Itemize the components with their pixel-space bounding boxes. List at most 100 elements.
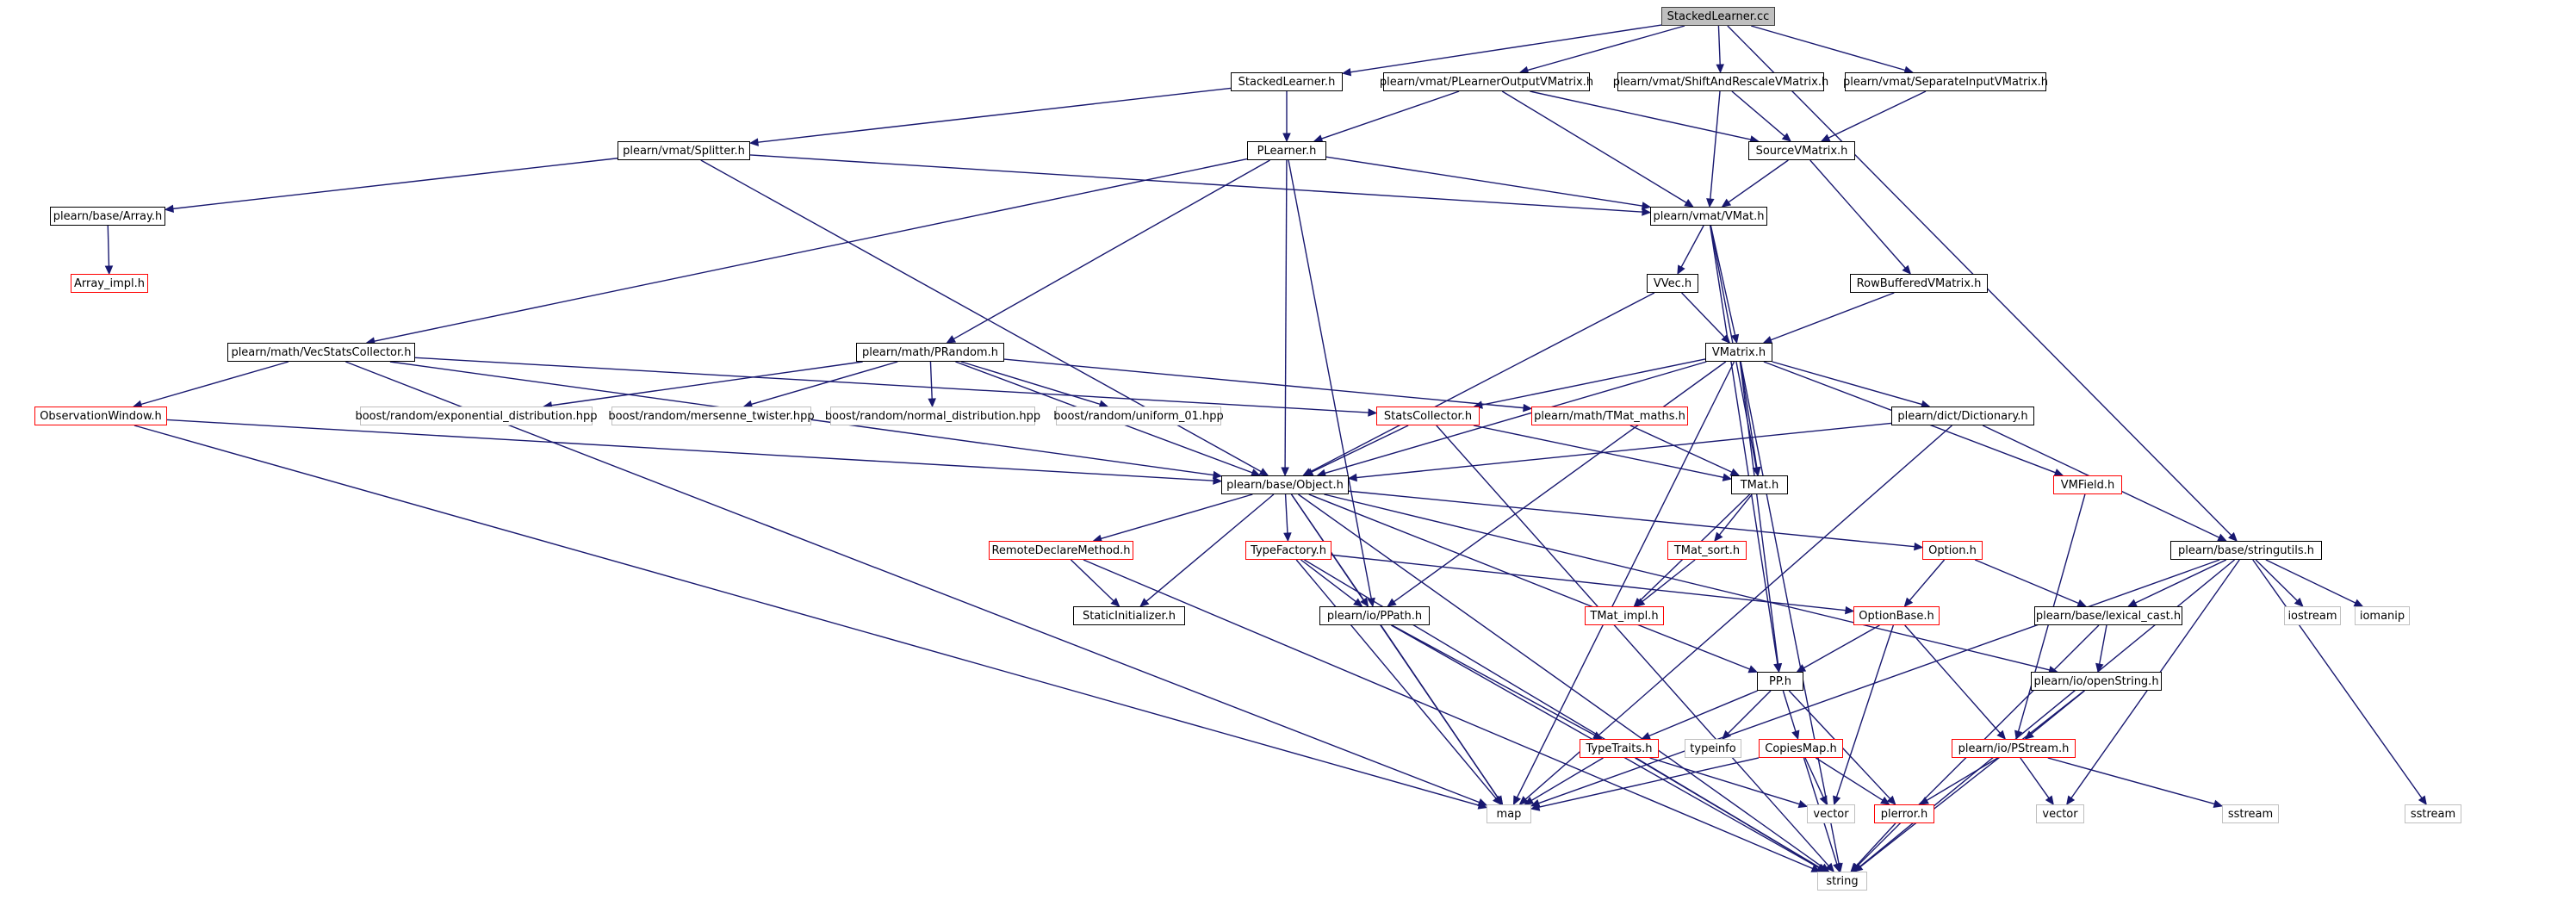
arrowhead-ppath_h: [1387, 598, 1397, 607]
node-staticinitializer-h: StaticInitializer.h: [1073, 606, 1185, 625]
node-remotedeclaremethod-h: RemoteDeclareMethod.h: [989, 541, 1133, 560]
arrowhead-vector_b: [1833, 795, 1841, 806]
node-plearner-h: PLearner.h: [1247, 141, 1326, 160]
arrowhead-shiftandrescalevmatrix_h: [1716, 64, 1724, 74]
node-vector: vector: [2036, 804, 2084, 823]
arrowhead-pp_h: [1747, 665, 1759, 673]
arrowhead-object_h: [1281, 467, 1289, 477]
arrowhead-map: [1477, 801, 1488, 810]
edge-stringutils_h-to-map: [1538, 559, 2220, 804]
node-perror-h: plerror.h: [1874, 804, 1934, 823]
arrowhead-lexical_cast_h: [2127, 599, 2138, 607]
edge-vvec_h-to-vmatrix_h: [1681, 292, 1725, 338]
edge-statscollector_h-to-object_h: [1311, 425, 1409, 473]
arrowhead-sstream_b: [2418, 795, 2427, 806]
edge-ppath_h-to-map: [1380, 624, 1499, 798]
node-string: string: [1817, 872, 1867, 891]
arrowhead-array_h: [164, 204, 174, 214]
edge-pp_h-to-copiesmap_h: [1782, 690, 1797, 732]
edge-ppath_h-to-typetraits_h: [1391, 624, 1596, 736]
node-ppath-h: plearn/io/PPath.h: [1319, 606, 1430, 625]
arrowhead-sstream_a: [2213, 799, 2224, 808]
edge-tmat_maths_h-to-tmat_h: [1629, 425, 1733, 473]
node-pstream-h: plearn/io/PStream.h: [1952, 739, 2076, 758]
edge-stackedlearner_cc-to-stackedlearner_h: [1350, 24, 1662, 73]
arrowhead-vmat_h: [1684, 199, 1694, 208]
node-pp-h: PP.h: [1757, 672, 1803, 691]
node-vmfield-h: VMField.h: [2053, 475, 2122, 494]
node-shiftandrescalevmatrix-h: plearn/vmat/ShiftAndRescaleVMatrix.h: [1613, 72, 1828, 91]
arrowhead-typefactory_h: [1283, 532, 1292, 543]
edge-plearner_h-to-object_h: [1284, 159, 1288, 469]
node-stackedlearner-cc: StackedLearner.cc: [1661, 7, 1775, 26]
arrowhead-iomanip: [2353, 599, 2364, 607]
node-iomanip: iomanip: [2355, 606, 2410, 625]
edge-vecstatscollector_h-to-map: [345, 361, 1480, 804]
arrowhead-ppath_h: [1353, 598, 1363, 607]
edge-pp_h-to-typeinfo: [1727, 690, 1772, 735]
edge-prandom_h-to-exponential_distribution_hpp: [551, 361, 863, 407]
edge-observationwindow_h-to-map: [133, 425, 1480, 806]
edge-tmat_sort_h-to-tmat_impl_h: [1642, 559, 1696, 602]
edge-stringutils_h-to-iostream: [2255, 559, 2298, 602]
arrowhead-vector_b: [1819, 795, 1828, 806]
edge-vmatrix_h-to-ppath_h: [1394, 361, 1727, 603]
arrowhead-string: [1816, 864, 1828, 872]
edge-pstream_h-to-perror_h: [1926, 757, 1998, 801]
edge-plearneroutputvmatrix_h-to-sourcevmatrix_h: [1530, 90, 1752, 140]
edge-optionbase_h-to-pp_h: [1803, 624, 1880, 669]
edge-array_h-to-array_impl_h: [107, 225, 110, 267]
edge-vmat_h-to-vvec_h: [1680, 225, 1704, 268]
node-object-h: plearn/base/Object.h: [1221, 475, 1349, 494]
node-sourcevmatrix-h: SourceVMatrix.h: [1748, 141, 1855, 160]
node-copiesmap-h: CopiesMap.h: [1759, 739, 1843, 758]
arrowhead-staticinitializer_h: [1139, 598, 1150, 607]
arrowhead-tmat_h: [1729, 468, 1741, 476]
arrowhead-tmat_h: [1753, 466, 1761, 477]
edge-plearner_h-to-ppath_h: [1288, 159, 1372, 599]
node-observationwindow-h: ObservationWindow.h: [34, 407, 167, 425]
arrowhead-perror_h: [1880, 796, 1890, 805]
node-vector: vector: [1807, 804, 1855, 823]
node-lexical-cast-h: plearn/base/lexical_cast.h: [2034, 606, 2182, 625]
edge-object_h-to-openstring_h: [1324, 493, 2050, 671]
edge-tmat_h-to-tmat_sort_h: [1718, 493, 1753, 536]
edge-perror_h-to-string: [1855, 822, 1896, 866]
edge-rowbufferedvmatrix_h-to-vmatrix_h: [1770, 292, 1895, 341]
edge-stackedlearner_cc-to-separateinputvmatrix_h: [1751, 25, 1906, 71]
edge-stringutils_h-to-lexical_cast_h: [2134, 559, 2227, 604]
edge-plearner_h-to-prandom_h: [953, 159, 1270, 340]
edge-statscollector_h-to-tmat_h: [1473, 425, 1724, 478]
arrowhead-optionbase_h: [1845, 605, 1855, 615]
edge-sourcevmatrix_h-to-rowbufferedvmatrix_h: [1809, 159, 1906, 269]
edge-dictionary_h-to-object_h: [1356, 422, 1892, 479]
arrowhead-vmat_h: [1721, 198, 1732, 208]
node-stackedlearner-h: StackedLearner.h: [1231, 72, 1343, 91]
arrowhead-object_h: [1213, 476, 1223, 485]
arrowhead-optionbase_h: [1903, 597, 1914, 607]
edge-vmatrix_h-to-tmat_h: [1740, 361, 1758, 469]
edge-typetraits_h-to-vector_b: [1649, 757, 1800, 805]
node-tmat-impl-h: TMat_impl.h: [1585, 606, 1664, 625]
arrowhead-vmat_h: [1642, 208, 1652, 216]
edge-object_h-to-option_h: [1348, 490, 1915, 548]
edge-option_h-to-lexical_cast_h: [1974, 559, 2079, 605]
edge-stringutils_h-to-iomanip: [2265, 559, 2356, 604]
edge-typefactory_h-to-map: [1295, 559, 1497, 799]
edge-separateinputvmatrix_h-to-sourcevmatrix_h: [1828, 90, 1927, 139]
edge-prandom_h-to-normal_distribution_hpp: [929, 361, 933, 400]
edge-stackedlearner_cc-to-plearneroutputvmatrix_h: [1527, 25, 1685, 71]
edge-optionbase_h-to-vector_b: [1835, 624, 1895, 798]
node-typetraits-h: TypeTraits.h: [1580, 739, 1659, 758]
edge-remotedeclaremethod_h-to-string: [1083, 559, 1814, 870]
node-statscollector-h: StatsCollector.h: [1376, 407, 1480, 425]
arrowhead-staticinitializer_h: [1110, 597, 1120, 607]
arrowhead-map: [1524, 797, 1535, 805]
arrowhead-vector_a: [2066, 795, 2076, 806]
edge-plearner_h-to-vecstatscollector_h: [374, 158, 1248, 342]
edge-splitter_h-to-vmat_h: [749, 154, 1643, 213]
arrowhead-map: [1494, 795, 1504, 806]
edge-vecstatscollector_h-to-statscollector_h: [414, 357, 1369, 413]
arrowhead-tmat_h: [1722, 473, 1733, 481]
arrowhead-plearner_h: [1282, 133, 1291, 143]
